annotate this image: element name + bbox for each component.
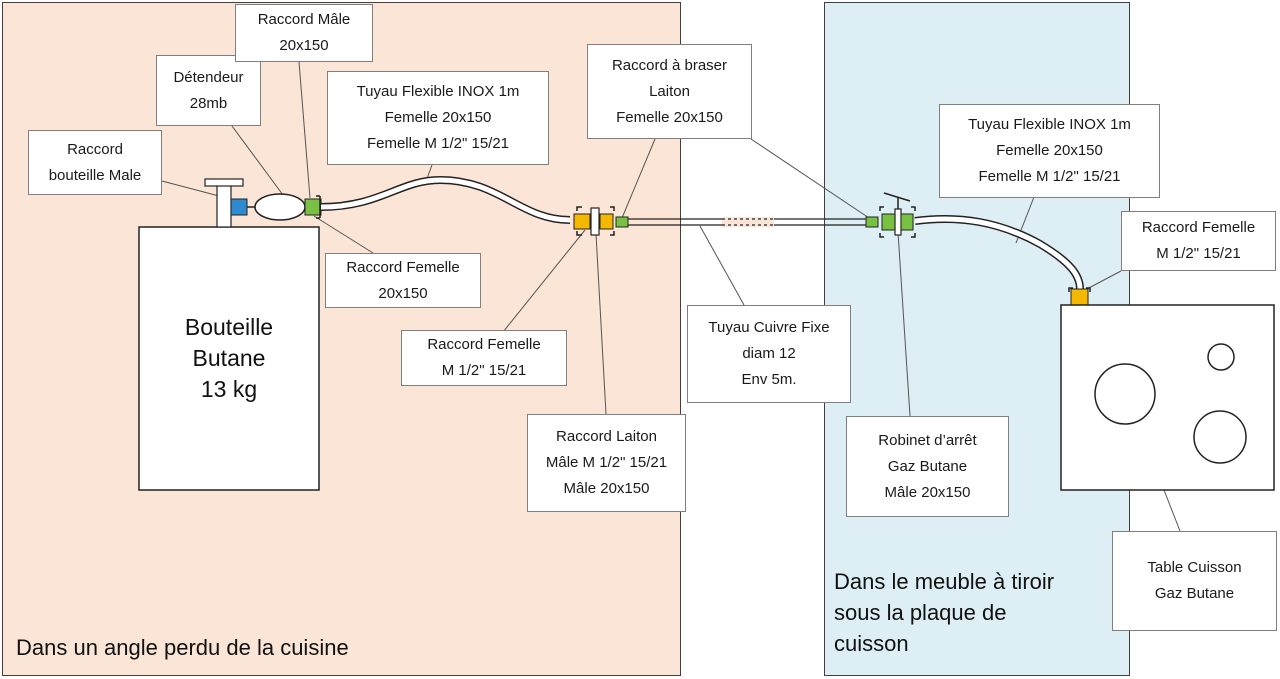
cooktop bbox=[1060, 304, 1275, 491]
kitchen-zone-caption: Dans un angle perdu de la cuisine bbox=[16, 632, 349, 663]
central-bracket-left bbox=[576, 206, 582, 236]
label-tuyau-flexible-right: Tuyau Flexible INOX 1m Femelle 20x150 Fe… bbox=[939, 104, 1160, 198]
label-line: Mâle M 1/2" 15/21 bbox=[545, 454, 668, 471]
raccord-femelle-bracket bbox=[316, 195, 321, 219]
robinet-bracket-left bbox=[879, 206, 884, 238]
label-line: Raccord Femelle bbox=[427, 336, 541, 353]
label-detendeur: Détendeur 28mb bbox=[156, 55, 261, 126]
label-line: bouteille Male bbox=[48, 166, 142, 184]
caption-line: Dans un angle perdu de la cuisine bbox=[16, 635, 349, 660]
label-line: Gaz Butane bbox=[887, 457, 968, 475]
label-raccord-a-braser: Raccord à braser Laiton Femelle 20x150 bbox=[587, 44, 752, 139]
label-robinet-arret: Robinet d’arrêt Gaz Butane Mâle 20x150 bbox=[846, 416, 1009, 517]
label-line: Mâle 20x150 bbox=[563, 480, 650, 497]
leader-tuyau-cuivre bbox=[699, 225, 745, 306]
bottle-label-line: 13 kg bbox=[200, 376, 258, 402]
label-line: Détendeur bbox=[173, 68, 244, 86]
robinet-body-right bbox=[900, 213, 914, 231]
label-line: Tuyau Flexible INOX 1m bbox=[968, 116, 1131, 133]
cabinet-zone-caption: Dans le meuble à tiroir sous la plaque d… bbox=[834, 566, 1054, 659]
caption-line: sous la plaque de bbox=[834, 600, 1007, 625]
raccord-femelle-right-bracket bbox=[1068, 287, 1091, 292]
label-raccord-male-20x150: Raccord Mâle 20x150 bbox=[235, 4, 373, 62]
label-line: Raccord Femelle bbox=[1141, 219, 1256, 236]
label-tuyau-cuivre-fixe: Tuyau Cuivre Fixe diam 12 Env 5m. bbox=[687, 305, 851, 403]
label-line: diam 12 bbox=[742, 345, 796, 362]
caption-line: cuisson bbox=[834, 631, 909, 656]
central-bracket-right bbox=[610, 206, 615, 236]
bottle-body bbox=[138, 226, 320, 491]
label-raccord-laiton: Raccord Laiton Mâle M 1/2" 15/21 Mâle 20… bbox=[527, 414, 686, 512]
leader-table-cuisson bbox=[1163, 489, 1181, 532]
raccord-femelle-right-fitting bbox=[1070, 288, 1089, 306]
label-line: Env 5m. bbox=[741, 371, 797, 388]
label-raccord-bouteille-male: Raccord bouteille Male bbox=[28, 130, 162, 195]
burner-medium bbox=[1193, 410, 1247, 464]
label-line: Gaz Butane bbox=[1154, 585, 1235, 602]
label-tuyau-flexible-left: Tuyau Flexible INOX 1m Femelle 20x150 Fe… bbox=[327, 71, 549, 165]
label-line: Raccord Laiton bbox=[556, 428, 657, 445]
leader-raccord-laiton bbox=[595, 233, 607, 415]
leader-raccord-femelle-right bbox=[1084, 270, 1122, 291]
bottle-label: Bouteille Butane 13 kg bbox=[139, 312, 319, 405]
leader-raccord-femelle-20x150 bbox=[313, 215, 374, 254]
label-line: 20x150 bbox=[378, 284, 428, 302]
flex-hose-right bbox=[914, 216, 1083, 290]
burner-small bbox=[1207, 343, 1235, 371]
detendeur-body bbox=[254, 193, 306, 221]
label-line: Femelle M 1/2" 15/21 bbox=[978, 168, 1121, 185]
leader-raccord-male bbox=[298, 61, 311, 199]
raccord-braser-fitting bbox=[615, 216, 629, 228]
bottle-label-line: Butane bbox=[192, 345, 266, 371]
label-line: Femelle 20x150 bbox=[616, 108, 723, 126]
label-line: M 1/2" 15/21 bbox=[441, 362, 527, 379]
label-raccord-femelle-right: Raccord Femelle M 1/2" 15/21 bbox=[1121, 211, 1276, 271]
raccord-femelle-m12-fitting bbox=[573, 213, 591, 230]
label-line: Raccord à braser bbox=[611, 56, 728, 74]
copper-pipe-gap bbox=[722, 217, 774, 227]
label-line: Femelle M 1/2" 15/21 bbox=[366, 135, 510, 152]
label-table-cuisson: Table Cuisson Gaz Butane bbox=[1112, 531, 1277, 631]
label-line: Tuyau Flexible INOX 1m bbox=[356, 83, 520, 100]
bottle-label-line: Bouteille bbox=[184, 314, 274, 340]
label-line: Robinet d’arrêt bbox=[878, 431, 977, 449]
label-line: Table Cuisson bbox=[1147, 559, 1242, 576]
robinet-handle bbox=[883, 192, 911, 202]
leader-detendeur bbox=[231, 125, 284, 196]
bottle-valve-stem bbox=[216, 183, 232, 228]
leader-robinet bbox=[897, 231, 911, 417]
label-line: Laiton bbox=[649, 82, 690, 100]
robinet-nut bbox=[894, 208, 902, 236]
label-line: M 1/2" 15/21 bbox=[1156, 245, 1241, 262]
bottle-valve-handle bbox=[204, 178, 244, 187]
label-line: 28mb bbox=[189, 94, 228, 112]
label-line: Tuyau Cuivre Fixe bbox=[708, 319, 830, 336]
robinet-bracket-right bbox=[911, 206, 916, 238]
burner-large bbox=[1094, 363, 1156, 425]
label-raccord-femelle-20x150: Raccord Femelle 20x150 bbox=[325, 253, 481, 308]
flex-hose-left bbox=[320, 177, 571, 223]
robinet-inlet-fitting bbox=[865, 216, 879, 228]
robinet-body-left bbox=[881, 213, 896, 231]
leader-raccord-braser-right bbox=[750, 138, 873, 221]
raccord-laiton-fitting bbox=[599, 213, 614, 230]
label-line: Femelle 20x150 bbox=[996, 142, 1103, 159]
caption-line: Dans le meuble à tiroir bbox=[834, 569, 1055, 594]
label-raccord-femelle-m12: Raccord Femelle M 1/2" 15/21 bbox=[401, 330, 567, 386]
label-line: Raccord bbox=[67, 140, 123, 158]
raccord-bouteille-fitting bbox=[230, 198, 248, 216]
label-line: 20x150 bbox=[279, 37, 329, 54]
raccord-male-fitting bbox=[304, 198, 322, 216]
label-line: Raccord Mâle bbox=[257, 11, 351, 28]
label-line: Mâle 20x150 bbox=[884, 483, 971, 501]
label-line: Femelle 20x150 bbox=[384, 109, 492, 126]
label-line: Raccord Femelle bbox=[346, 258, 460, 276]
leader-raccord-femelle-m12 bbox=[502, 229, 586, 333]
raccord-laiton-nut bbox=[590, 207, 600, 236]
leader-raccord-braser bbox=[621, 138, 656, 219]
